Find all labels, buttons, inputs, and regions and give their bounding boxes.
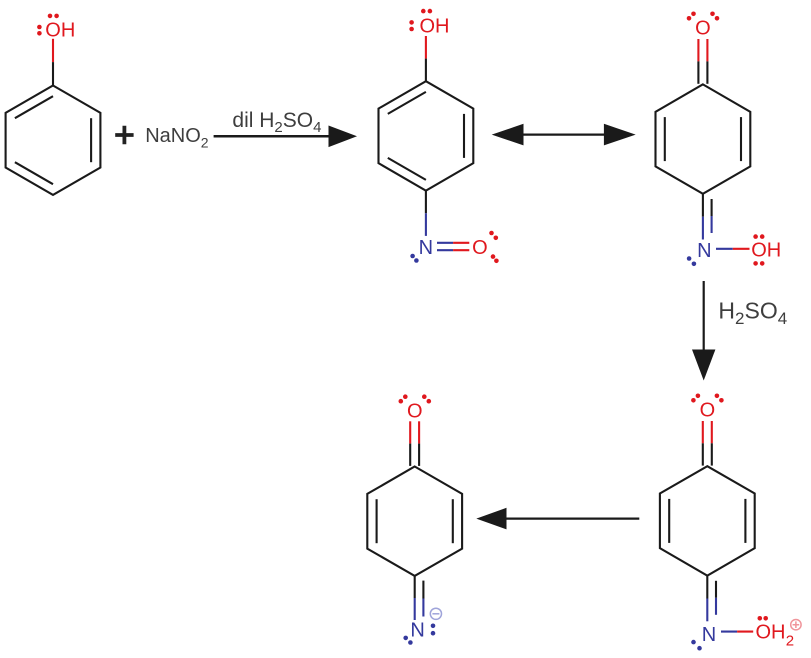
svg-text:SO: SO xyxy=(745,298,778,324)
svg-text:OH: OH xyxy=(45,19,75,41)
svg-text:dil H: dil H xyxy=(232,109,274,132)
svg-text:OH: OH xyxy=(756,622,786,644)
svg-text:O: O xyxy=(407,401,423,423)
svg-text:N: N xyxy=(419,237,433,259)
svg-text:N: N xyxy=(697,240,711,262)
svg-text:OH: OH xyxy=(420,15,450,37)
svg-text:O: O xyxy=(700,400,716,422)
svg-text:N: N xyxy=(702,624,716,646)
svg-text:2: 2 xyxy=(201,135,209,151)
svg-text:N: N xyxy=(410,620,424,642)
svg-text:2: 2 xyxy=(786,632,794,649)
svg-text:OH: OH xyxy=(751,239,781,261)
svg-text:NaNO: NaNO xyxy=(145,125,201,147)
svg-text:2: 2 xyxy=(735,309,744,328)
svg-text:2: 2 xyxy=(274,119,282,136)
svg-text:SO: SO xyxy=(283,109,313,132)
svg-text:O: O xyxy=(695,18,711,40)
svg-text:O: O xyxy=(472,237,488,259)
svg-text:H: H xyxy=(718,298,735,324)
svg-text:4: 4 xyxy=(778,309,787,328)
svg-text:4: 4 xyxy=(313,119,321,136)
